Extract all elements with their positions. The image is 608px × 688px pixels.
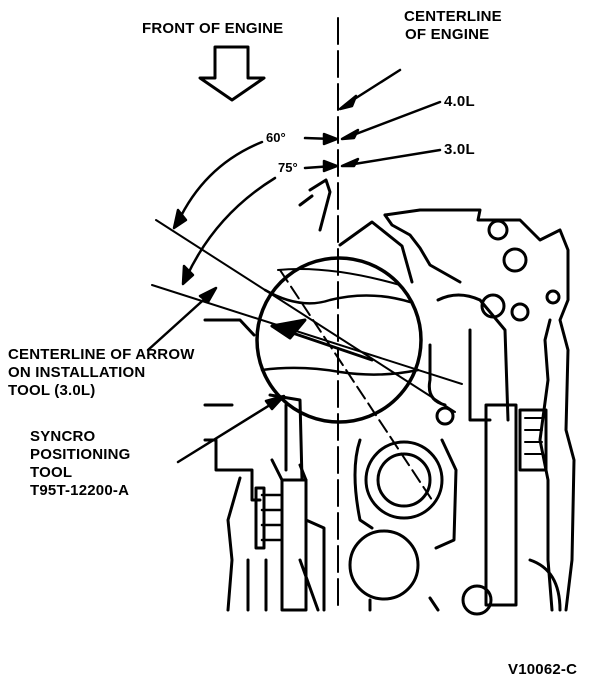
front-of-engine-label: FRONT OF ENGINE — [142, 20, 284, 37]
syncro-label-line2: POSITIONING — [30, 446, 131, 463]
angle-75-label: 75° — [278, 160, 298, 175]
syncro-tool — [255, 178, 433, 501]
centerline-engine-label-line1: CENTERLINE — [404, 8, 502, 25]
centerline-leaders — [303, 68, 442, 173]
angle-arcs — [172, 140, 277, 286]
syncro-label-line3: TOOL — [30, 464, 73, 481]
arrow-centerline-leader — [146, 286, 218, 352]
angle-60-label: 60° — [266, 130, 286, 145]
syncro-label-line1: SYNCRO — [30, 428, 96, 445]
engine-block — [203, 208, 576, 616]
syncro-leader — [176, 394, 286, 464]
engine-3-0l-label: 3.0L — [444, 141, 475, 158]
syncro-label-line4: T95T-12200-A — [30, 482, 130, 499]
front-direction-arrow — [198, 45, 266, 102]
reference-lines — [151, 219, 463, 413]
figure-id-label: V10062-C — [508, 661, 578, 678]
arrow-centerline-label-line1: CENTERLINE OF ARROW — [8, 346, 195, 363]
engine-4-0l-label: 4.0L — [444, 93, 475, 110]
arrow-centerline-label-line3: TOOL (3.0L) — [8, 382, 96, 399]
centerline-engine-label-line2: OF ENGINE — [405, 26, 490, 43]
arrow-centerline-label-line2: ON INSTALLATION — [8, 364, 146, 381]
